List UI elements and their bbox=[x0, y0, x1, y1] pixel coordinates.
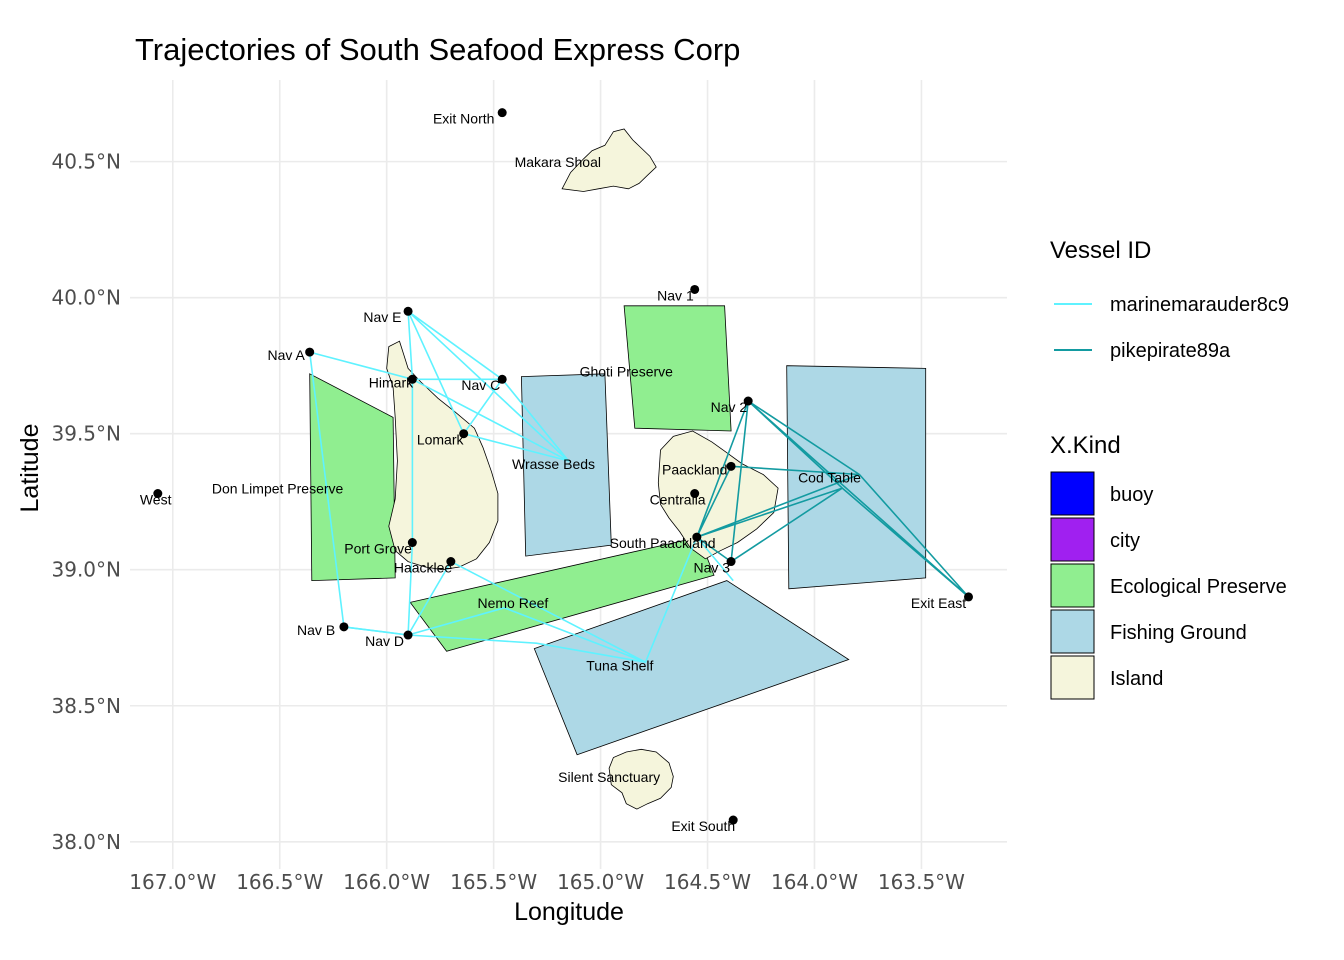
vessel-legend: Vessel ID marinemarauder8c9 pikepirate89a bbox=[1050, 237, 1289, 362]
y-tick-label: 39.5°N bbox=[52, 422, 122, 446]
location-points bbox=[153, 108, 973, 825]
label-nav-a: Nav A bbox=[267, 347, 305, 363]
x-axis-title: Longitude bbox=[514, 898, 624, 926]
point-lomark bbox=[459, 429, 469, 439]
point-exit-south bbox=[728, 815, 738, 825]
x-tick-label: 166.5°W bbox=[236, 870, 323, 894]
point-nav-e bbox=[403, 306, 413, 316]
label-tuna-shelf: Tuna Shelf bbox=[586, 657, 653, 673]
legend-label-island: Island bbox=[1110, 668, 1163, 690]
point-nav-b bbox=[339, 622, 349, 632]
label-nemo-reef: Nemo Reef bbox=[477, 595, 548, 611]
label-himark: Himark bbox=[369, 374, 414, 390]
point-nav-c bbox=[497, 374, 507, 384]
chart-title: Trajectories of South Seafood Express Co… bbox=[135, 32, 740, 67]
legend-swatch-ecological-preserve bbox=[1050, 563, 1095, 608]
x-tick-label: 166.0°W bbox=[343, 870, 430, 894]
y-tick-label: 39.0°N bbox=[52, 558, 122, 582]
point-port-grove bbox=[407, 538, 417, 548]
trajectory-marinemarauder8c9 bbox=[343, 536, 734, 664]
point-exit-east bbox=[963, 592, 973, 602]
point-paackland bbox=[726, 461, 736, 471]
legend-label-marinemarauder8c9: marinemarauder8c9 bbox=[1110, 294, 1289, 316]
legend-label-fishing-ground: Fishing Ground bbox=[1110, 622, 1247, 644]
label-centralia: Centralia bbox=[650, 491, 706, 507]
legend-label-city: city bbox=[1110, 530, 1140, 552]
region-paackland bbox=[657, 430, 779, 560]
label-lomark: Lomark bbox=[417, 432, 465, 448]
label-port-grove: Port Grove bbox=[344, 540, 412, 556]
region-tuna-shelf bbox=[533, 580, 850, 756]
legend-swatch-city bbox=[1050, 517, 1095, 562]
label-nav-2: Nav 2 bbox=[711, 399, 748, 415]
point-centralia bbox=[690, 489, 700, 499]
x-tick-label: 164.0°W bbox=[771, 870, 858, 894]
label-cod-table: Cod Table bbox=[798, 470, 861, 486]
region-polygons bbox=[309, 128, 927, 810]
region-wrasse-beds bbox=[520, 373, 612, 557]
region-makara-shoal bbox=[561, 128, 657, 192]
label-ghoti-preserve: Ghoti Preserve bbox=[580, 364, 674, 380]
region-silent-sanctuary bbox=[608, 748, 674, 810]
point-nav-a bbox=[305, 347, 315, 357]
label-nav-b: Nav B bbox=[297, 622, 335, 638]
label-exit-south: Exit South bbox=[671, 818, 735, 834]
y-axis-title: Latitude bbox=[16, 424, 44, 513]
region-cod-table bbox=[786, 365, 927, 590]
y-axis-tick-labels: 38.0°N 38.5°N 39.0°N 39.5°N 40.0°N 40.5°N bbox=[52, 150, 122, 854]
label-paackland: Paackland bbox=[662, 462, 727, 478]
x-tick-label: 167.0°W bbox=[129, 870, 216, 894]
x-tick-label: 165.5°W bbox=[450, 870, 537, 894]
x-tick-label: 165.0°W bbox=[557, 870, 644, 894]
label-exit-east: Exit East bbox=[911, 595, 966, 611]
label-nav-1: Nav 1 bbox=[657, 287, 694, 303]
label-exit-north: Exit North bbox=[433, 111, 494, 127]
point-nav-2 bbox=[743, 396, 753, 406]
region-nemo-reef bbox=[409, 536, 715, 652]
legend-swatch-fishing-ground bbox=[1050, 609, 1095, 654]
region-ghoti-preserve bbox=[623, 305, 732, 432]
point-himark bbox=[407, 374, 417, 384]
kind-legend-title: X.Kind bbox=[1050, 432, 1121, 459]
y-tick-label: 40.5°N bbox=[52, 150, 122, 174]
label-south-paackland: South Paackland bbox=[610, 535, 716, 551]
point-exit-north bbox=[497, 108, 507, 118]
label-nav-c: Nav C bbox=[461, 377, 500, 393]
label-nav-e: Nav E bbox=[363, 309, 401, 325]
label-west: West bbox=[140, 491, 172, 507]
legend-label-buoy: buoy bbox=[1110, 484, 1153, 506]
vessel-legend-title: Vessel ID bbox=[1050, 237, 1151, 264]
y-tick-label: 38.5°N bbox=[52, 694, 122, 718]
point-nav-1 bbox=[690, 284, 700, 294]
legend-swatch-buoy bbox=[1050, 471, 1095, 516]
y-tick-label: 38.0°N bbox=[52, 830, 122, 854]
legend-label-ecological-preserve: Ecological Preserve bbox=[1110, 576, 1287, 598]
label-haacklee: Haacklee bbox=[394, 559, 453, 575]
point-haacklee bbox=[446, 557, 456, 567]
point-south-paackland bbox=[692, 532, 702, 542]
y-tick-label: 40.0°N bbox=[52, 286, 122, 310]
label-silent-sanctuary: Silent Sanctuary bbox=[558, 769, 660, 785]
x-axis-tick-labels: 167.0°W 166.5°W 166.0°W 165.5°W 165.0°W 164.5… bbox=[129, 870, 965, 894]
point-west bbox=[153, 489, 163, 499]
label-nav-d: Nav D bbox=[365, 633, 404, 649]
x-tick-label: 163.5°W bbox=[878, 870, 965, 894]
legend-swatch-island bbox=[1050, 655, 1095, 700]
label-wrasse-beds: Wrasse Beds bbox=[512, 456, 595, 472]
legend-label-pikepirate89a: pikepirate89a bbox=[1110, 340, 1231, 362]
x-tick-label: 164.5°W bbox=[664, 870, 751, 894]
point-nav-3 bbox=[726, 557, 736, 567]
label-nav-3: Nav 3 bbox=[694, 559, 731, 575]
label-makara-shoal: Makara Shoal bbox=[515, 154, 601, 170]
point-nav-d bbox=[403, 630, 413, 640]
label-don-limpet-preserve: Don Limpet Preserve bbox=[212, 481, 344, 497]
